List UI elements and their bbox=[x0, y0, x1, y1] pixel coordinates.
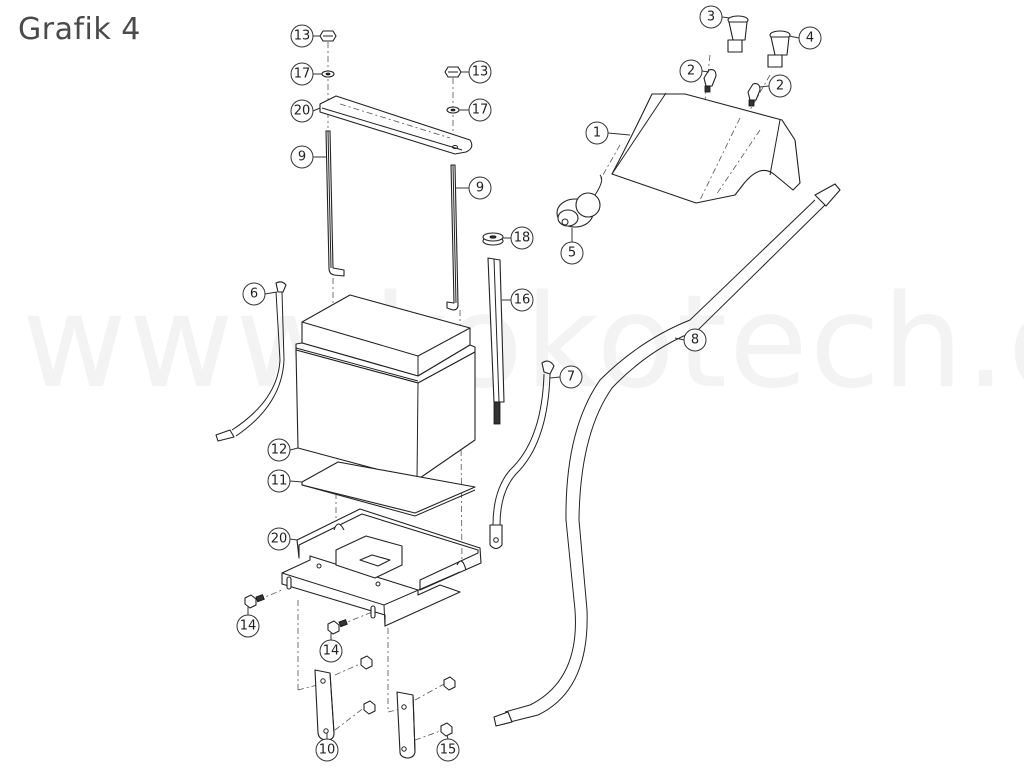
callout-10: 10 bbox=[315, 738, 339, 762]
battery-12 bbox=[295, 294, 476, 481]
svg-text:13: 13 bbox=[472, 65, 489, 80]
svg-text:20: 20 bbox=[271, 532, 288, 547]
bolt-14-right bbox=[327, 619, 348, 635]
rod-9-left bbox=[325, 130, 345, 277]
cable-6 bbox=[215, 281, 287, 442]
lamp-4 bbox=[767, 30, 791, 68]
svg-text:14: 14 bbox=[323, 644, 340, 659]
cable-8 bbox=[493, 183, 841, 727]
svg-text:3: 3 bbox=[707, 10, 715, 25]
svg-text:6: 6 bbox=[250, 287, 258, 302]
callout-14-right: 14 bbox=[319, 639, 343, 663]
svg-text:17: 17 bbox=[472, 103, 489, 118]
callout-9-left: 9 bbox=[290, 145, 314, 169]
bolt-14-left bbox=[244, 594, 265, 609]
callout-13-right: 13 bbox=[468, 60, 492, 84]
svg-text:12: 12 bbox=[271, 443, 288, 458]
ignition-switch-5 bbox=[556, 174, 603, 228]
figure-title: Grafik 4 bbox=[18, 12, 141, 47]
strap-10-right bbox=[396, 691, 416, 759]
svg-text:2: 2 bbox=[687, 64, 695, 79]
washer-17-left bbox=[321, 70, 335, 78]
callout-1: 1 bbox=[585, 121, 609, 145]
callout-20-base: 20 bbox=[267, 527, 291, 551]
svg-text:4: 4 bbox=[806, 31, 814, 46]
svg-text:9: 9 bbox=[298, 150, 306, 165]
base-bracket-20 bbox=[281, 508, 482, 627]
svg-text:8: 8 bbox=[691, 333, 699, 348]
spacer-rod-16 bbox=[487, 257, 505, 425]
cable-7 bbox=[489, 360, 555, 550]
grommet-18 bbox=[482, 232, 504, 246]
svg-text:17: 17 bbox=[294, 67, 311, 82]
callout-17-left: 17 bbox=[290, 62, 314, 86]
svg-text:15: 15 bbox=[440, 743, 457, 758]
cover-housing-1 bbox=[611, 92, 801, 204]
callout-8: 8 bbox=[683, 328, 707, 352]
svg-text:2: 2 bbox=[776, 79, 784, 94]
callout-18: 18 bbox=[510, 226, 534, 250]
lamp-3 bbox=[727, 15, 749, 53]
svg-text:14: 14 bbox=[240, 619, 257, 634]
callout-2-right: 2 bbox=[768, 74, 792, 98]
svg-text:9: 9 bbox=[476, 181, 484, 196]
callout-16: 16 bbox=[510, 288, 534, 312]
callout-15: 15 bbox=[436, 738, 460, 762]
callout-9-right: 9 bbox=[468, 176, 492, 200]
callout-11: 11 bbox=[267, 469, 291, 493]
callout-7: 7 bbox=[559, 365, 583, 389]
nut-15-group bbox=[360, 655, 456, 737]
callout-6: 6 bbox=[242, 282, 266, 306]
svg-text:5: 5 bbox=[568, 246, 576, 261]
nut-13-left bbox=[319, 30, 337, 42]
svg-text:18: 18 bbox=[514, 231, 531, 246]
callout-14-left: 14 bbox=[236, 614, 260, 638]
socket-2-left bbox=[703, 69, 717, 93]
callout-2-left: 2 bbox=[679, 59, 703, 83]
nut-13-right bbox=[444, 66, 462, 78]
svg-text:13: 13 bbox=[294, 29, 311, 44]
svg-text:1: 1 bbox=[593, 126, 601, 141]
svg-text:7: 7 bbox=[567, 370, 575, 385]
callout-20-top: 20 bbox=[290, 99, 314, 123]
rod-9-right bbox=[446, 164, 459, 311]
callout-12: 12 bbox=[267, 438, 291, 462]
mat-11 bbox=[301, 461, 476, 517]
svg-text:11: 11 bbox=[271, 474, 288, 489]
svg-text:16: 16 bbox=[514, 293, 531, 308]
callout-5: 5 bbox=[560, 241, 584, 265]
washer-17-right bbox=[446, 106, 460, 114]
callout-13-top-left: 13 bbox=[290, 24, 314, 48]
socket-2-right bbox=[747, 83, 761, 107]
svg-text:10: 10 bbox=[319, 743, 336, 758]
callout-3: 3 bbox=[699, 5, 723, 29]
strap-10-left bbox=[314, 669, 335, 741]
callout-17-right: 17 bbox=[468, 98, 492, 122]
svg-text:20: 20 bbox=[294, 104, 311, 119]
top-bracket-20 bbox=[319, 95, 473, 155]
callout-4: 4 bbox=[798, 26, 822, 50]
leader-lines bbox=[247, 16, 800, 740]
